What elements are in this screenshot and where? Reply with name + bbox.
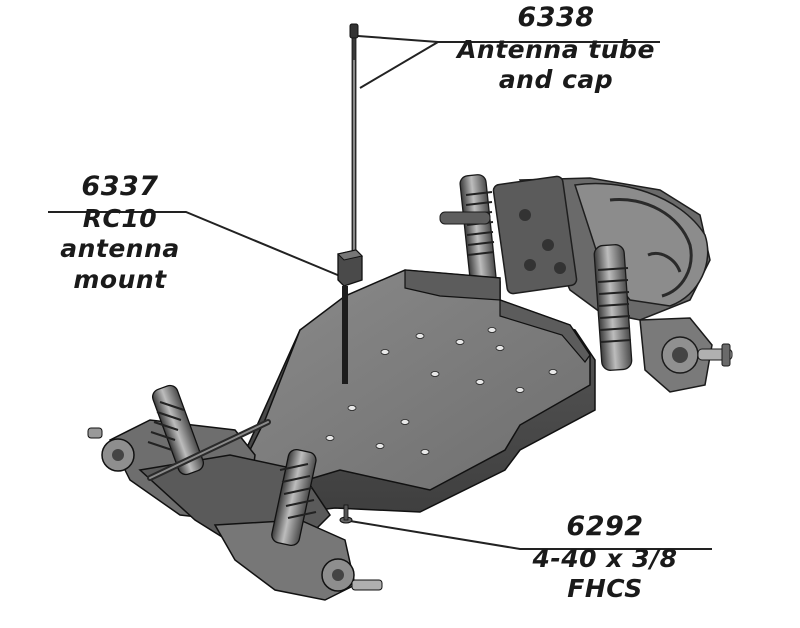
antenna-mount — [337, 249, 363, 384]
leader-line-6338-b — [359, 41, 439, 89]
antenna-tube — [349, 23, 359, 257]
part-number-6337: 6337 — [81, 171, 159, 202]
part-number-6338: 6338 — [517, 2, 595, 33]
rear-hub — [639, 317, 733, 393]
part-description-6292-line2: FHCS — [567, 574, 643, 604]
leader-line-6292 — [349, 520, 712, 550]
leader-line-6337 — [48, 211, 341, 277]
part-description-6338-line2: and cap — [498, 65, 614, 95]
rear-shock-right — [593, 244, 633, 371]
front-suspension — [87, 384, 383, 601]
part-description-6337-line1: RC10 — [82, 203, 158, 233]
part-description-6338-line1: Antenna tube — [457, 34, 655, 64]
part-description-6337-line3: mount — [73, 264, 167, 294]
rear-shock-left — [439, 174, 497, 286]
fhcs-screw — [339, 504, 353, 524]
leader-lines — [48, 35, 712, 550]
part-description-6292-line1: 4-40 x 3/8 — [532, 543, 678, 573]
callout-6338: 6338 Antenna tube and cap — [440, 2, 672, 96]
part-description-6337-line2: antenna — [60, 234, 180, 264]
chassis-plate — [231, 269, 596, 513]
part-number-6292: 6292 — [566, 511, 644, 542]
callout-6337: 6337 RC10 antenna mount — [50, 171, 190, 295]
callout-6292: 6292 4-40 x 3/8 FHCS — [500, 511, 710, 605]
